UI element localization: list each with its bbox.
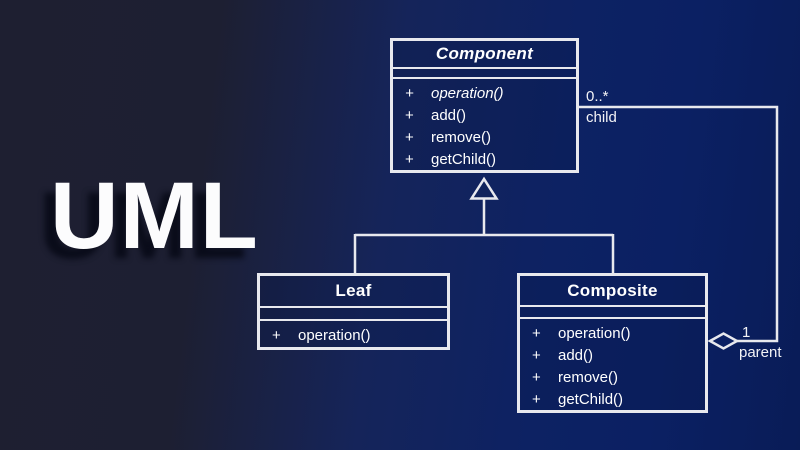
method-signature: operation() <box>558 324 631 342</box>
visibility-plus: + <box>405 150 414 168</box>
aggregation-diamond-icon <box>707 332 740 350</box>
class-component-name: Component <box>393 41 576 69</box>
generalization-lines <box>353 198 615 273</box>
method-add: + add() <box>393 104 576 126</box>
class-component-attributes <box>393 69 576 79</box>
class-leaf-methods: + operation() <box>260 321 447 347</box>
class-composite-name: Composite <box>520 276 705 308</box>
class-composite-methods: + operation() + add() + remove() + getChild() <box>520 319 705 410</box>
class-leaf: Leaf + operation() <box>257 273 450 350</box>
class-component-methods: + operation() + add() + remove() + getChild() <box>393 79 576 170</box>
method-operation: + operation() <box>393 82 576 104</box>
visibility-plus: + <box>405 84 414 102</box>
visibility-plus: + <box>532 324 541 342</box>
label-child-role: child <box>586 109 617 126</box>
method-add: + add() <box>520 344 705 366</box>
label-parent-multiplicity: 1 <box>742 324 751 341</box>
method-signature: remove() <box>431 128 492 146</box>
visibility-plus: + <box>532 390 541 408</box>
method-signature: add() <box>558 346 594 364</box>
visibility-plus: + <box>532 346 541 364</box>
visibility-plus: + <box>405 128 414 146</box>
method-operation: + operation() <box>260 324 447 346</box>
method-remove: + remove() <box>520 366 705 388</box>
class-composite-attributes <box>520 307 705 319</box>
method-signature: remove() <box>558 368 619 386</box>
uml-watermark-text: UML <box>50 163 259 269</box>
class-composite: Composite + operation() + add() + remove() + ge… <box>517 273 708 413</box>
class-leaf-attributes <box>260 308 447 321</box>
class-leaf-name: Leaf <box>260 276 447 308</box>
method-signature: getChild() <box>558 390 624 408</box>
method-remove: + remove() <box>393 126 576 148</box>
visibility-plus: + <box>532 368 541 386</box>
method-operation: + operation() <box>520 322 705 344</box>
method-signature: operation() <box>298 326 371 344</box>
class-component: Component + operation() + add() + remove() + ge… <box>390 38 579 173</box>
method-getChild: + getChild() <box>520 388 705 410</box>
label-child-multiplicity: 0..* <box>586 88 609 105</box>
label-parent-role: parent <box>739 344 782 361</box>
method-signature: operation() <box>431 84 504 102</box>
method-signature: add() <box>431 106 467 124</box>
aggregation-line <box>579 105 779 343</box>
method-getChild: + getChild() <box>393 148 576 170</box>
generalization-triangle-icon <box>469 176 499 200</box>
visibility-plus: + <box>272 326 281 344</box>
visibility-plus: + <box>405 106 414 124</box>
method-signature: getChild() <box>431 150 497 168</box>
